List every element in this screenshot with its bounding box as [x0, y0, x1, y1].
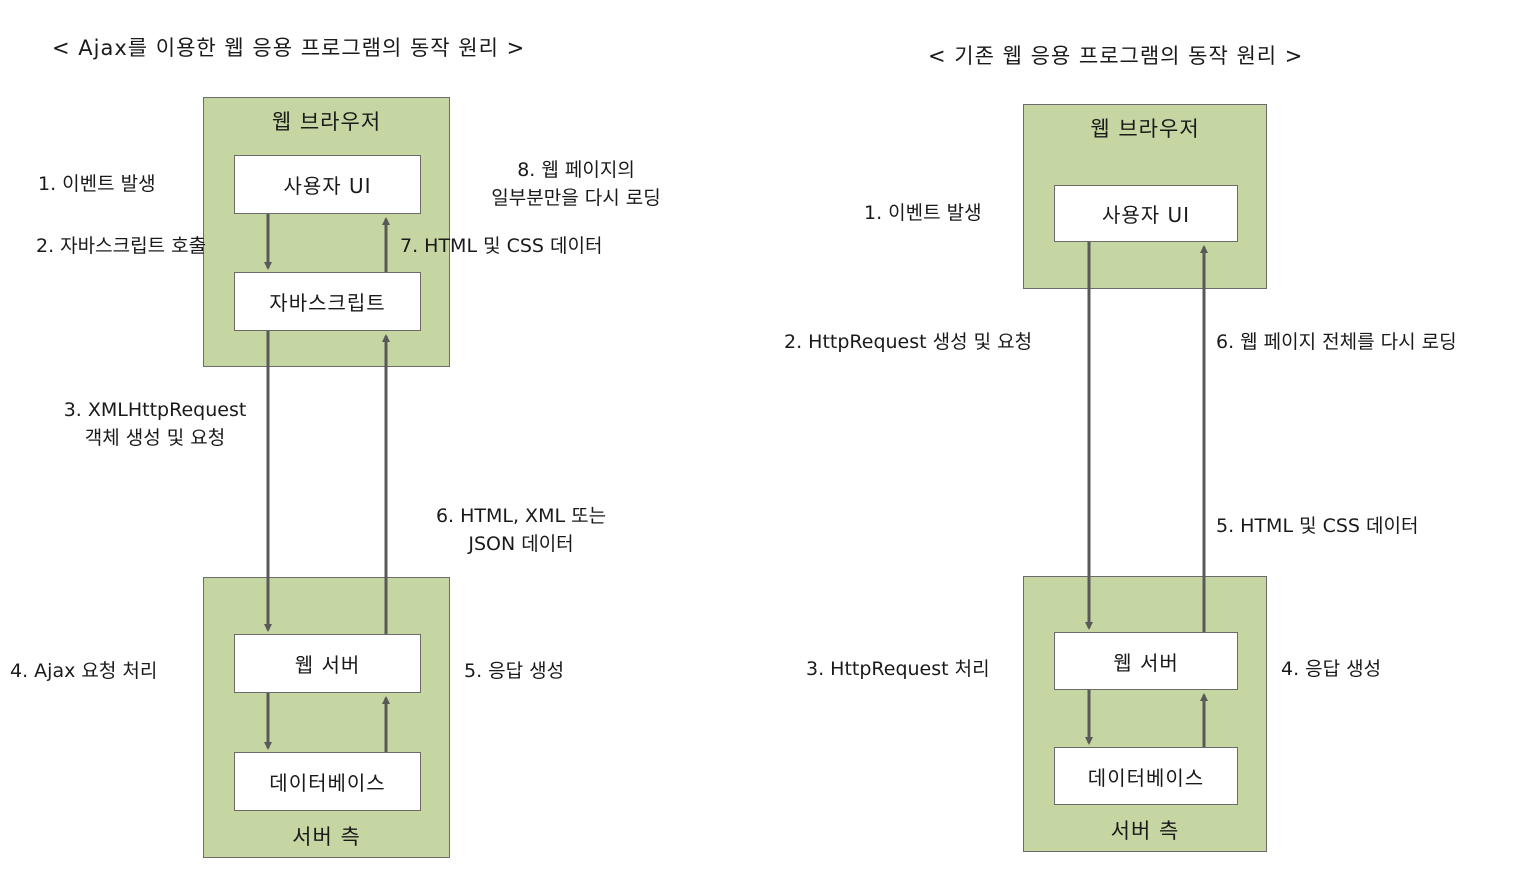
left-browser-label: 웹 브라우저 [271, 110, 382, 134]
right-user-ui-box: 사용자 UI [1054, 185, 1238, 242]
left-database-box: 데이터베이스 [234, 752, 421, 811]
right-step2-label: 2. HttpRequest 생성 및 요청 [784, 331, 1033, 353]
left-step6-label: 6. HTML, XML 또는 JSON 데이터 [410, 502, 632, 558]
left-step4-label: 4. Ajax 요청 처리 [10, 660, 158, 682]
right-step1-label: 1. 이벤트 발생 [864, 202, 982, 224]
left-step3-label: 3. XMLHttpRequest 객체 생성 및 요청 [44, 396, 266, 452]
right-step5-label: 5. HTML 및 CSS 데이터 [1216, 515, 1419, 537]
right-web-server-box: 웹 서버 [1054, 632, 1238, 690]
right-server-box: 서버 측 [1023, 576, 1267, 852]
left-step8-line1: 8. 웹 페이지의 [517, 159, 635, 181]
right-database-box: 데이터베이스 [1054, 747, 1238, 805]
left-step7-label: 7. HTML 및 CSS 데이터 [400, 235, 603, 257]
left-javascript-box: 자바스크립트 [234, 272, 421, 331]
left-step8-line2: 일부분만을 다시 로딩 [491, 187, 661, 209]
left-user-ui-box: 사용자 UI [234, 155, 421, 214]
left-server-box: 서버 측 [203, 577, 450, 858]
left-step8-label: 8. 웹 페이지의 일부분만을 다시 로딩 [460, 156, 692, 212]
left-web-server-box: 웹 서버 [234, 634, 421, 693]
right-step6-label: 6. 웹 페이지 전체를 다시 로딩 [1216, 331, 1457, 353]
right-step4-label: 4. 응답 생성 [1281, 658, 1382, 680]
right-step3-label: 3. HttpRequest 처리 [806, 658, 990, 680]
right-browser-label: 웹 브라우저 [1090, 117, 1200, 141]
left-step6-line2: JSON 데이터 [468, 533, 574, 555]
right-server-label: 서버 측 [1110, 819, 1180, 843]
left-step6-line1: 6. HTML, XML 또는 [435, 505, 607, 527]
left-step1-label: 1. 이벤트 발생 [38, 173, 156, 195]
left-step3-line1: 3. XMLHttpRequest [63, 399, 247, 421]
left-step3-line2: 객체 생성 및 요청 [84, 427, 226, 449]
left-step2-label: 2. 자바스크립트 호출 [36, 235, 207, 257]
left-step5-label: 5. 응답 생성 [464, 660, 565, 682]
right-title: < 기존 웹 응용 프로그램의 동작 원리 > [928, 44, 1304, 68]
left-title: < Ajax를 이용한 웹 응용 프로그램의 동작 원리 > [52, 36, 526, 60]
left-server-label: 서버 측 [292, 825, 361, 849]
